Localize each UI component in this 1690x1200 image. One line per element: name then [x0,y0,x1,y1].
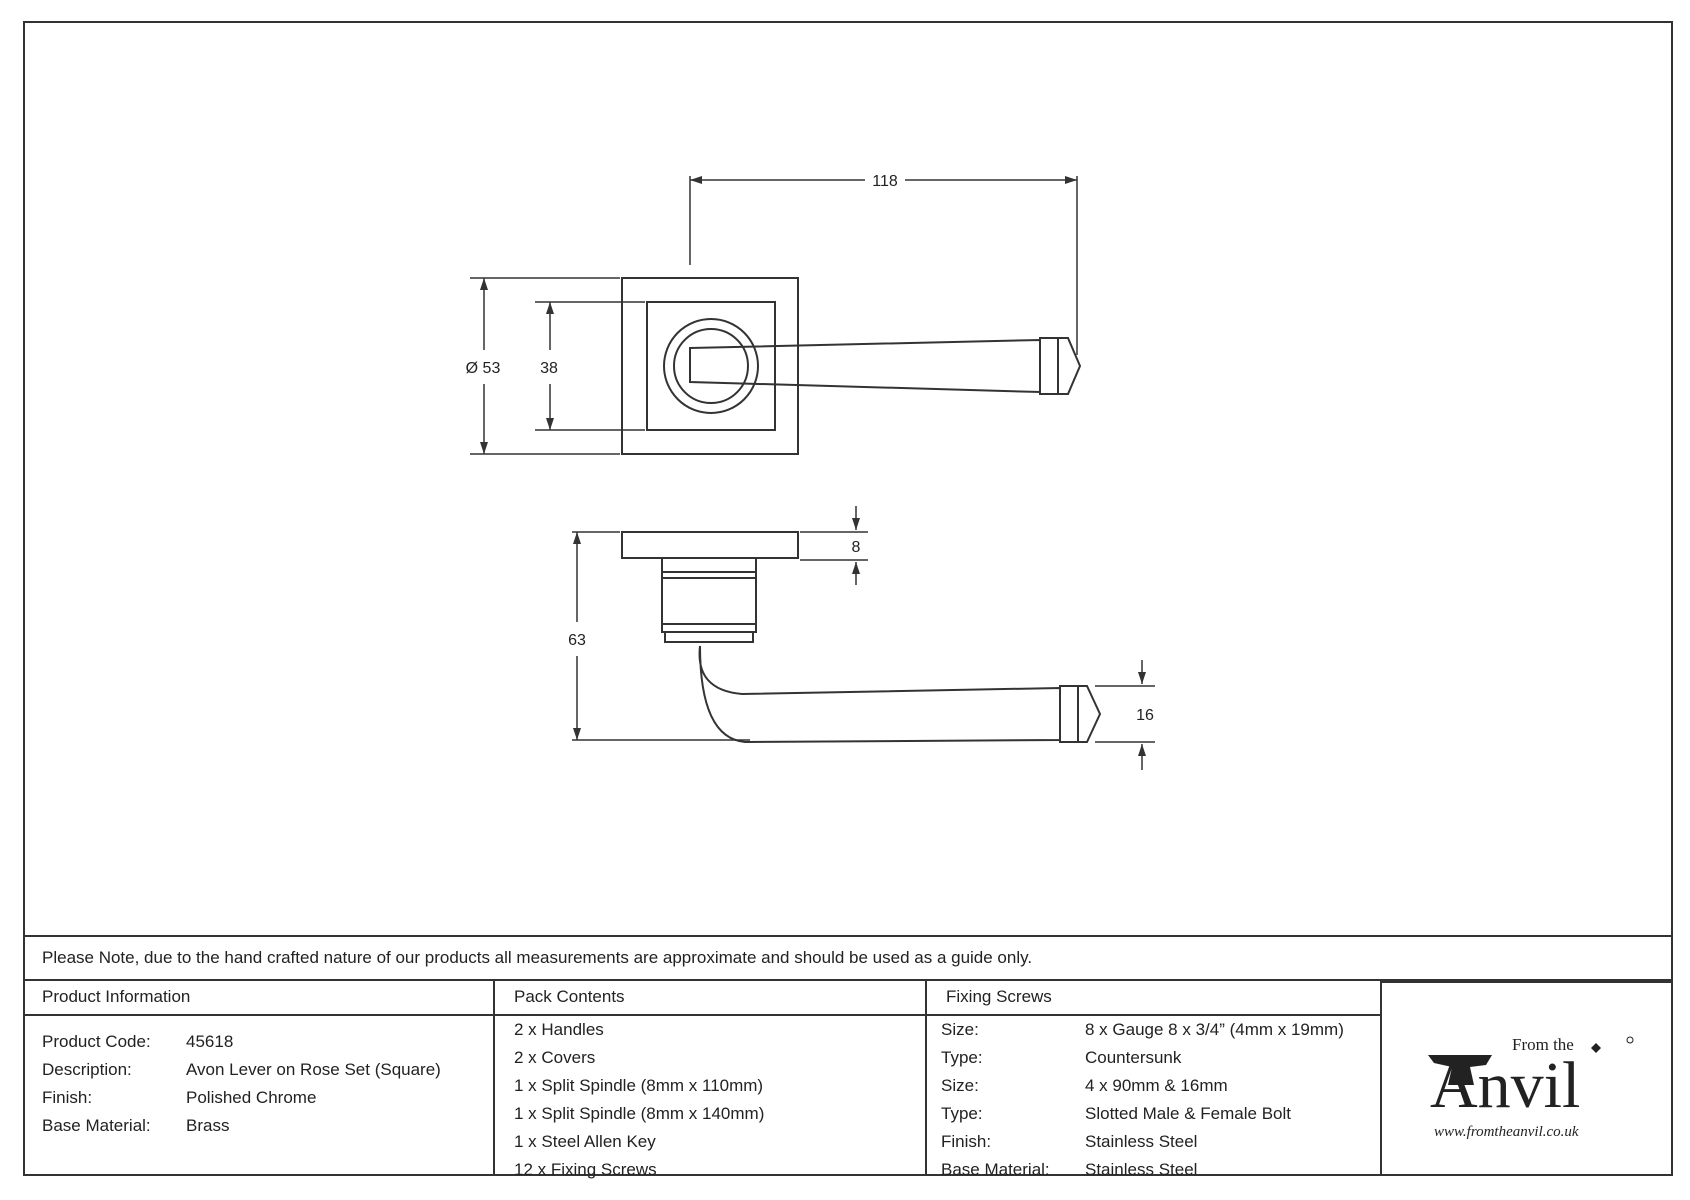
logo-cell-top-border [1382,981,1673,983]
screw-material-row: Base Material:Stainless Steel [941,1160,1198,1179]
screw-size-row: Size:8 x Gauge 8 x 3/4” (4mm x 19mm) [941,1020,1344,1039]
rose-collar-inner [673,328,749,404]
description-row: Description:Avon Lever on Rose Set (Squa… [42,1060,441,1079]
product-info-heading: Product Information [23,981,493,1016]
dim-rose-thickness: 8 [852,539,861,556]
dim-projection: 63 [568,632,586,649]
logo-from-the: From the [1512,1035,1574,1054]
technical-drawing: 118 Ø 53 38 8 63 16 [466,173,1155,770]
list-item: 2 x Handles [514,1020,604,1039]
screw-type-row: Type:Countersunk [941,1048,1182,1067]
fixing-screws-heading: Fixing Screws [927,981,1380,1016]
screw-finish-row: Finish:Stainless Steel [941,1132,1198,1151]
rose-collar-outer [663,318,759,414]
lever-end-tip [1058,337,1082,395]
pack-contents-panel: Pack Contents 2 x Handles 2 x Covers 1 x… [495,981,927,1179]
finish-row: Finish:Polished Chrome [42,1088,317,1107]
product-info-panel: Product Information Product Code:45618 D… [23,981,495,1176]
list-item: 2 x Covers [514,1048,596,1067]
base-material-row: Base Material:Brass [42,1116,230,1135]
bolt-type-row: Type:Slotted Male & Female Bolt [941,1104,1291,1123]
diamond-icon [1591,1043,1601,1053]
dim-inner-square: 38 [540,360,558,377]
rose-inner-square [646,301,776,431]
rose-side-view [621,531,799,559]
dim-lever-thickness: 16 [1136,707,1154,724]
logo-url: www.fromtheanvil.co.uk [1434,1124,1579,1140]
lever-side-end-collar [1059,685,1079,743]
bolt-size-row: Size:4 x 90mm & 16mm [941,1076,1228,1095]
dim-overall-length: 118 [872,173,898,190]
list-item: 1 x Split Spindle (8mm x 140mm) [514,1104,765,1123]
anvil-logo: From the Anvil www.fromtheanvil.co.uk [1428,1035,1634,1140]
list-item: 1 x Steel Allen Key [514,1132,656,1151]
rose-outer-square [621,277,799,455]
list-item: 12 x Fixing Screws [514,1160,657,1179]
pack-contents-heading: Pack Contents [495,981,925,1016]
list-item: 1 x Split Spindle (8mm x 110mm) [514,1076,764,1095]
dim-rose-diameter: Ø 53 [466,360,501,377]
lever-top-view [689,338,1041,394]
lever-side-view [698,645,1061,744]
drawing-sheet-border [23,21,1673,1176]
fixing-screws-panel: Fixing Screws Size:8 x Gauge 8 x 3/4” (4… [927,981,1382,1179]
collar-side-view [661,557,757,633]
product-code-row: Product Code:45618 [42,1032,234,1051]
anvil-icon [1428,1055,1492,1085]
disclaimer-note: Please Note, due to the hand crafted nat… [23,935,1673,981]
lever-end-collar [1039,337,1059,395]
